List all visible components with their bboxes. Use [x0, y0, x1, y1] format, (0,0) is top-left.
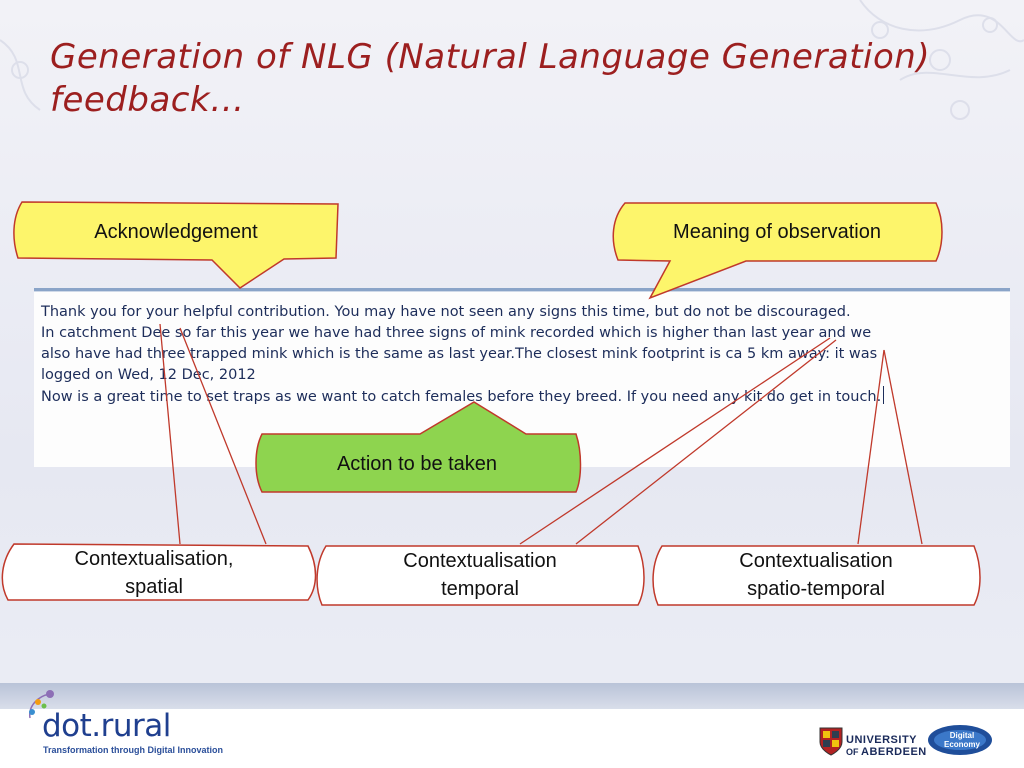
- digital-economy-line-2: Economy: [943, 740, 980, 749]
- spatiotemporal-label: Contextualisation spatio-temporal: [666, 547, 966, 603]
- dotrural-logo-text: dot.rural: [42, 708, 171, 744]
- spatial-label-line-2: spatial: [125, 576, 183, 598]
- university-of: OF: [846, 747, 859, 757]
- feedback-line: Now is a great time to set traps as we w…: [41, 389, 882, 405]
- temporal-label: Contextualisation temporal: [330, 547, 630, 603]
- meaning-callout: [612, 202, 943, 300]
- footer-band: [0, 683, 1024, 709]
- spatiotemporal-label-line-2: spatio-temporal: [747, 578, 885, 600]
- connector-spatial-right: [179, 327, 267, 545]
- meaning-label: Meaning of observation: [673, 221, 881, 243]
- spatiotemporal-label-line-1: Contextualisation: [739, 550, 893, 572]
- feedback-line: also have had three trapped mink which i…: [41, 346, 878, 362]
- connector-spatiotemporal-right: [883, 349, 923, 545]
- feedback-line: In catchment Dee so far this year we hav…: [41, 325, 872, 341]
- feedback-line: Thank you for your helpful contribution.…: [41, 304, 851, 320]
- temporal-label-line-2: temporal: [441, 578, 519, 600]
- connector-temporal-left: [519, 337, 831, 545]
- feedback-line: logged on Wed, 12 Dec, 2012: [41, 367, 256, 383]
- connector-spatial-left: [159, 323, 181, 545]
- slide-title-line-1: Generation of NLG (Natural Language Gene…: [50, 37, 931, 77]
- spatial-callout: [1, 543, 317, 601]
- university-name-line-1: UNIVERSITY: [846, 734, 918, 746]
- temporal-callout: [316, 545, 645, 606]
- text-caret: [883, 386, 885, 404]
- feedback-line-with-caret: Now is a great time to set traps as we w…: [41, 386, 991, 408]
- digital-economy-line-1: Digital: [949, 731, 975, 740]
- action-callout: [255, 401, 582, 493]
- acknowledgement-callout: [13, 201, 339, 289]
- action-label: Action to be taken: [336, 453, 498, 475]
- slide-title: Generation of NLG (Natural Language Gene…: [50, 36, 1000, 122]
- connector-spatiotemporal-left: [857, 349, 885, 545]
- slide-title-line-2: feedback…: [50, 80, 245, 120]
- connector-temporal-right: [575, 339, 837, 545]
- digital-economy-logo-icon: [928, 725, 992, 755]
- dotrural-tagline: Transformation through Digital Innovatio…: [43, 745, 223, 755]
- spatiotemporal-callout: [652, 545, 981, 606]
- feedback-text: Thank you for your helpful contribution.…: [41, 302, 991, 408]
- university-name-line-2: OF ABERDEEN: [846, 746, 927, 758]
- footer-area: [0, 709, 1024, 768]
- digital-economy-text: Digital Economy: [937, 731, 987, 749]
- spatial-label: Contextualisation, spatial: [14, 545, 294, 601]
- spatial-label-line-1: Contextualisation,: [74, 548, 234, 570]
- temporal-label-line-1: Contextualisation: [403, 550, 557, 572]
- network-dots-logo-icon: [29, 690, 54, 719]
- aberdeen-crest-icon: [819, 727, 843, 756]
- university-name: ABERDEEN: [861, 746, 927, 758]
- acknowledgement-label: Acknowledgement: [94, 221, 258, 243]
